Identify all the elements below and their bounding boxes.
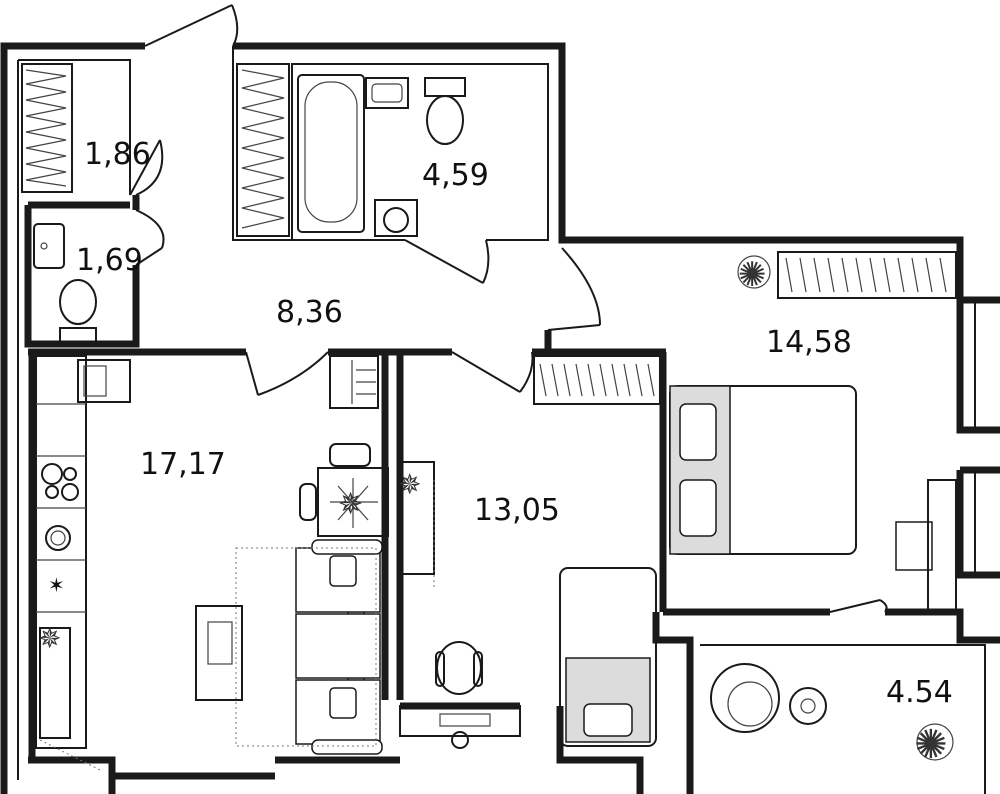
svg-text:✵: ✵	[38, 622, 61, 655]
svg-text:✺: ✺	[914, 722, 948, 768]
storage-shelf	[21, 63, 73, 193]
room-area-bedroom: 14,58	[766, 325, 852, 360]
walls	[0, 42, 1000, 794]
svg-text:✶: ✶	[48, 573, 65, 597]
room-area-bedroom-2: 13,05	[474, 493, 560, 528]
bedroom2-furniture	[399, 355, 661, 749]
balcony-furniture	[710, 663, 954, 761]
bedroom-furniture	[669, 251, 957, 613]
room-area-storage: 1,86	[84, 137, 151, 172]
bathroom-fixtures	[236, 63, 466, 237]
wc-fixtures	[33, 223, 97, 343]
svg-text:✵: ✵	[338, 487, 363, 522]
svg-text:✵: ✵	[398, 468, 421, 501]
room-area-wc: 1,69	[76, 243, 143, 278]
room-area-bathroom: 4,59	[422, 158, 489, 193]
svg-text:✺: ✺	[738, 255, 767, 295]
room-area-hallway: 8,36	[276, 295, 343, 330]
room-area-kitchen-living: 17,17	[140, 447, 226, 482]
plant-icons: ✺ ✵ ✵ ✵ ✺	[38, 255, 948, 768]
doors	[129, 4, 888, 613]
room-area-balcony: 4.54	[886, 675, 953, 710]
kitchen-furniture: ✶	[35, 355, 389, 771]
